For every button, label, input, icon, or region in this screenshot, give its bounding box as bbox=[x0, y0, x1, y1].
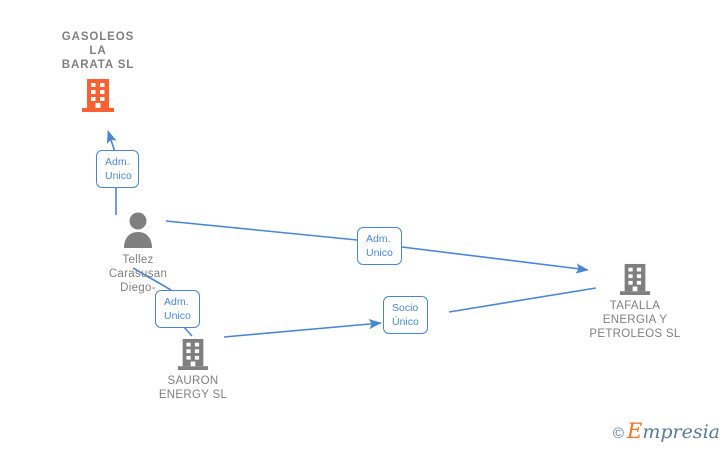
node-label-sauron: SAURON ENERGY SL bbox=[158, 375, 228, 401]
edge-chip-person-to-tafalla[interactable]: Adm. Unico bbox=[357, 227, 402, 265]
edge-chip-tafalla-to-sauron[interactable]: Socio Único bbox=[383, 296, 428, 334]
brand-initial: E bbox=[626, 419, 643, 443]
edge-chip-person-to-gasoleos[interactable]: Adm. Unico bbox=[96, 150, 139, 188]
node-label-gasoleos: GASOLEOS LA BARATA SL bbox=[61, 31, 135, 71]
brand-name: mpresia bbox=[642, 421, 720, 443]
person-icon bbox=[124, 212, 152, 248]
empresia-watermark: © E mpresia bbox=[612, 419, 720, 443]
building-icon bbox=[82, 79, 114, 112]
node-person-tellez-carasusan-diego[interactable]: Tellez Carasusan Diego- bbox=[63, 211, 213, 295]
edge-chip-person-to-sauron[interactable]: Adm. Unico bbox=[155, 290, 200, 328]
node-company-gasoleos[interactable]: GASOLEOS LA BARATA SL bbox=[23, 30, 173, 113]
node-company-tafalla[interactable]: TAFALLA ENERGIA Y PETROLEOS SL bbox=[560, 262, 710, 341]
node-label-tafalla: TAFALLA ENERGIA Y PETROLEOS SL bbox=[589, 300, 681, 340]
building-icon bbox=[619, 263, 651, 295]
node-label-person: Tellez Carasusan Diego- bbox=[108, 254, 168, 294]
copyright-icon: © bbox=[612, 425, 624, 442]
building-icon bbox=[177, 338, 209, 370]
node-company-sauron[interactable]: SAURON ENERGY SL bbox=[118, 337, 268, 402]
